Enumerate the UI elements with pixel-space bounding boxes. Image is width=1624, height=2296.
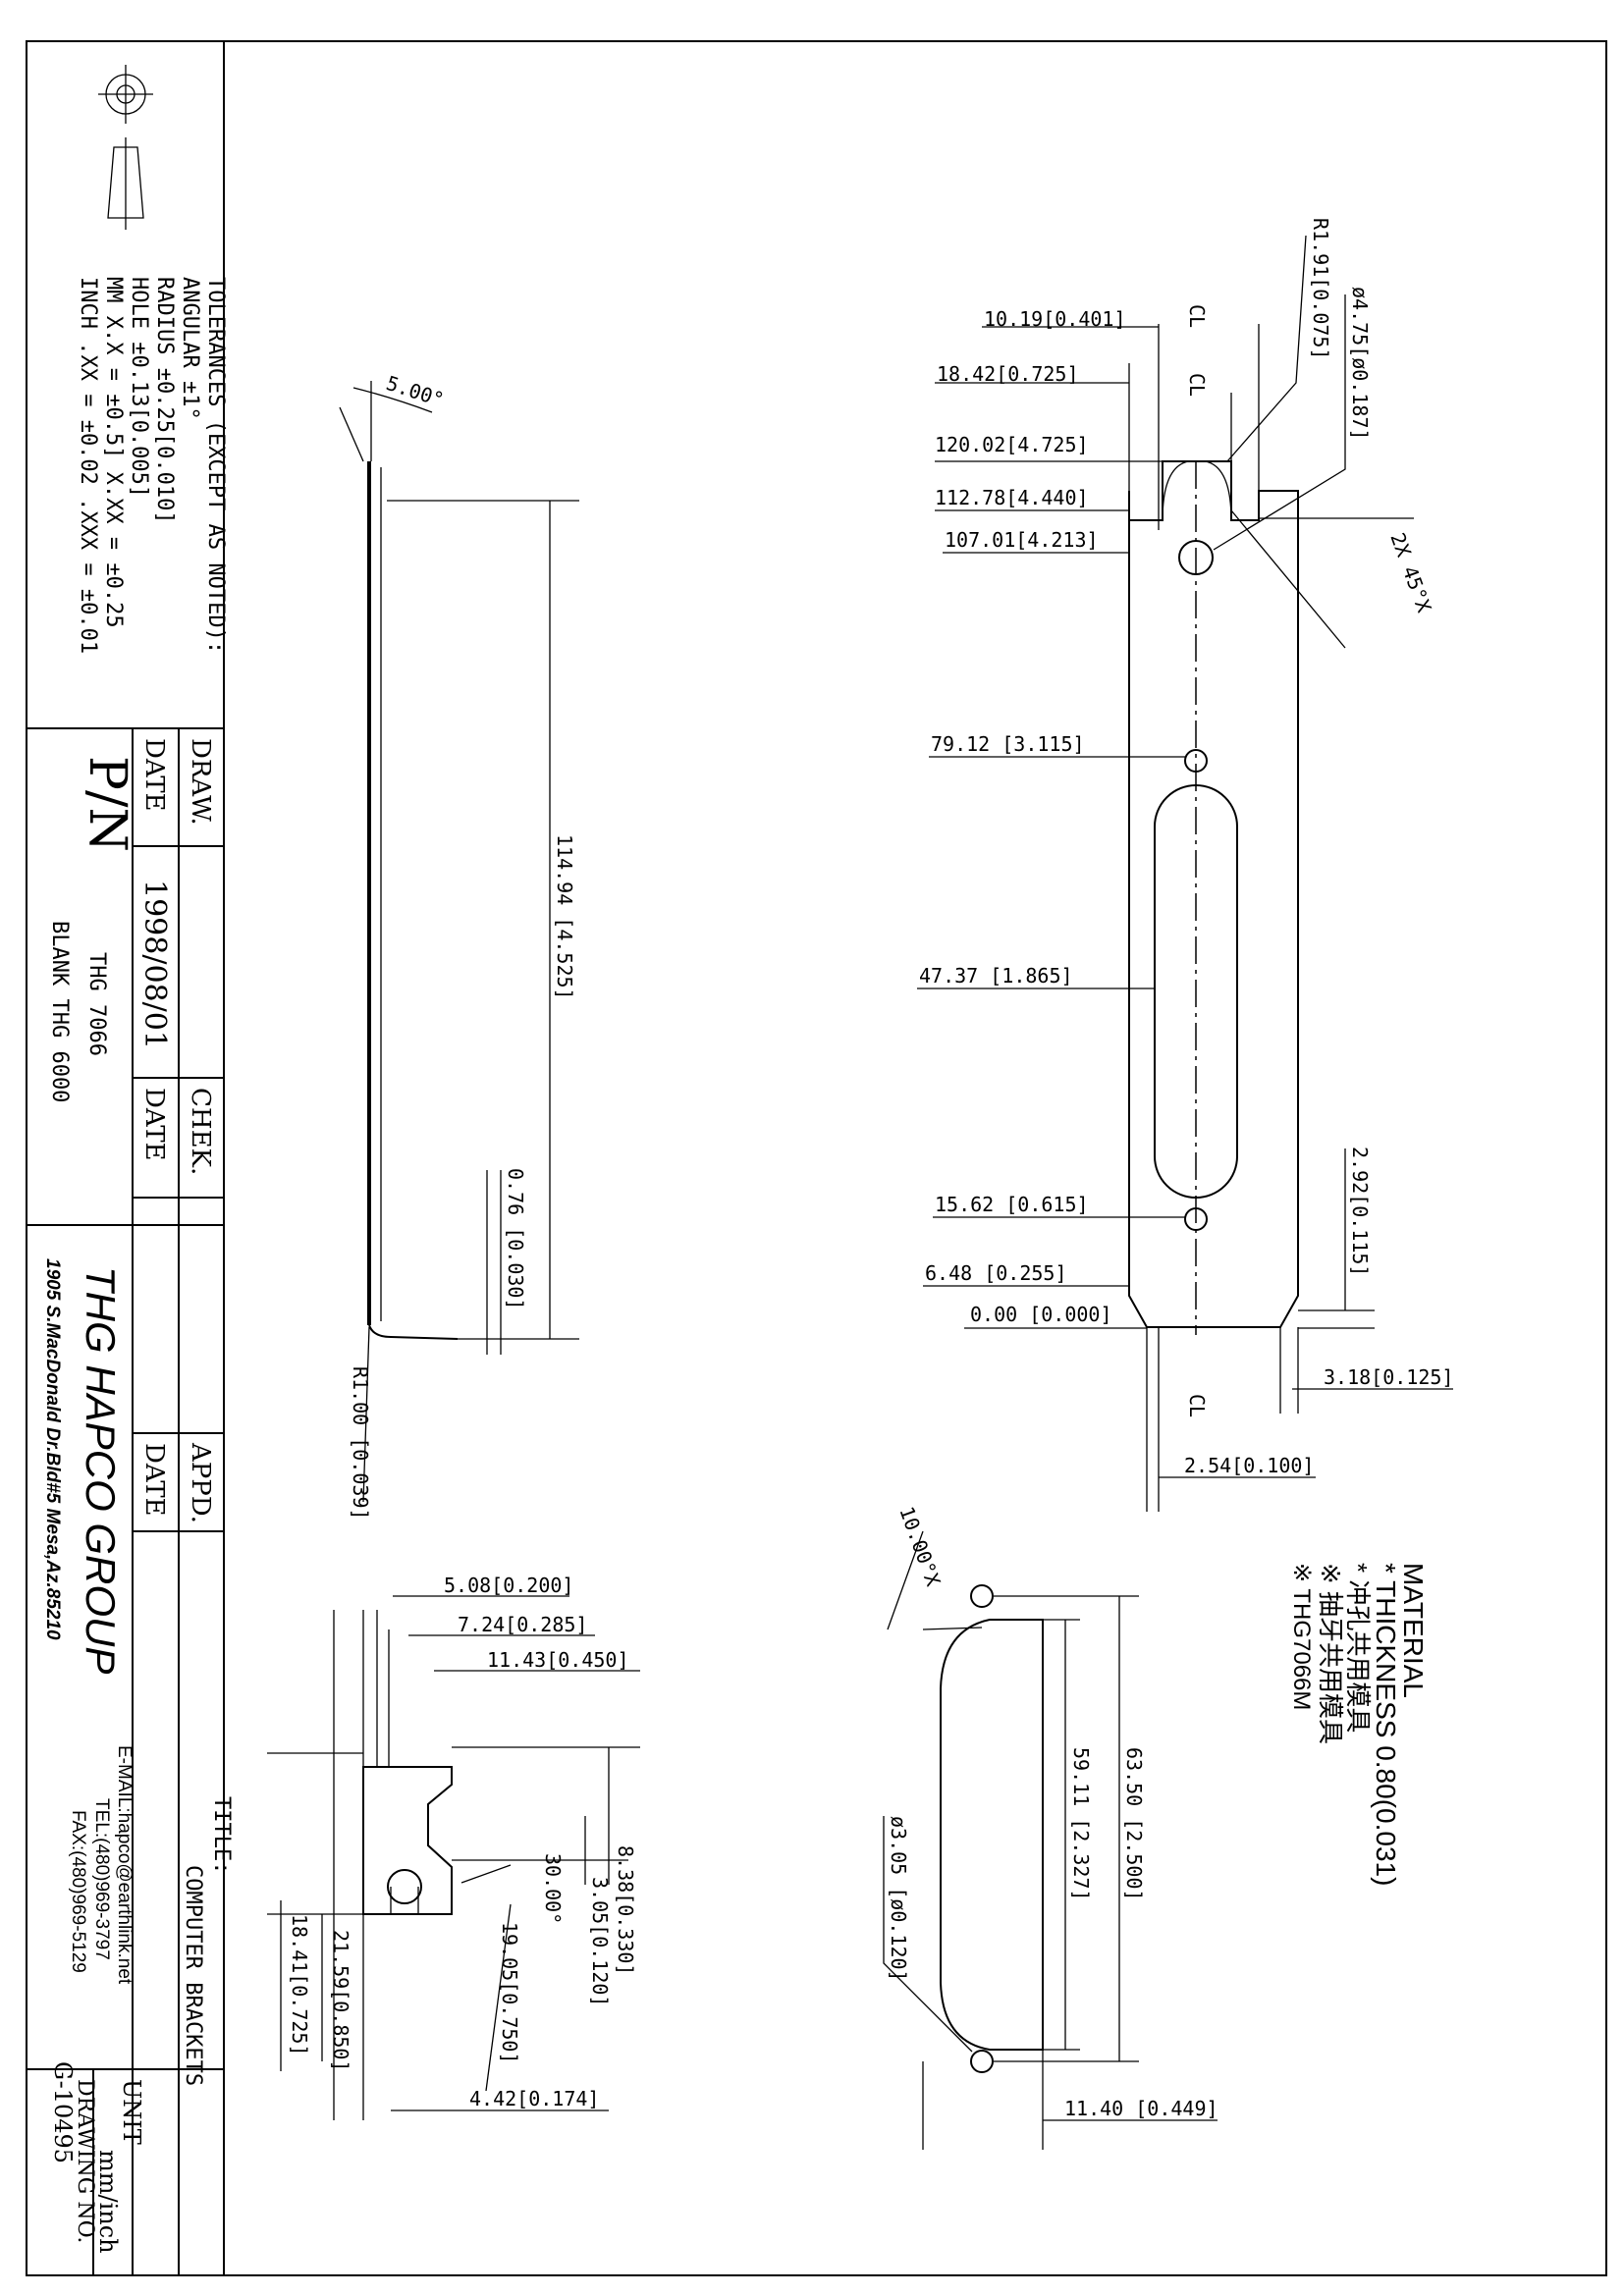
pn-value: THG 7066	[84, 952, 109, 1056]
date-label: DATE	[139, 738, 169, 812]
appd-date-label: DATE	[139, 1443, 169, 1517]
fv-dim-112-78: 112.78[4.440]	[935, 486, 1089, 509]
dv-dim-4-42: 4.42[0.174]	[469, 2087, 599, 2110]
front-view: 10.19[0.401] 18.42[0.725] 120.02[4.725] …	[917, 218, 1453, 1512]
fv-d318: 3.18[0.125]	[1324, 1365, 1453, 1389]
unit-value: mm/inch	[94, 2150, 122, 2254]
notes-thickness: * THICKNESS 0.80(0.031)	[1371, 1563, 1401, 1886]
fv-dim-0-00: 0.00 [0.000]	[970, 1303, 1112, 1326]
tolerances-heading: TOLERANCES (EXCEPT AS NOTED):	[203, 277, 228, 654]
fv-dim-47-37: 47.37 [1.865]	[919, 964, 1073, 988]
fv-d292: 2.92[0.115]	[1348, 1147, 1372, 1276]
fv-hole: ø4.75[ø0.187]	[1348, 287, 1372, 441]
dv-angle: 30.00°	[541, 1853, 565, 1924]
cv-d1140: 11.40 [0.449]	[1064, 2097, 1218, 2120]
fv-cl-top: CL	[1185, 304, 1209, 328]
appd-label: APPD.	[186, 1442, 215, 1523]
notes-2: ※ 抽牙共用模具	[1316, 1563, 1345, 1744]
material-notes: MATERIAL * THICKNESS 0.80(0.031) * 冲孔共用模…	[1288, 1563, 1429, 1886]
company-address: 1905 S.MacDonald Dr.Bld#5 Mesa,Az.85210	[42, 1258, 63, 1640]
drawing-no-label: DRAWING NO.	[73, 2079, 97, 2243]
fv-dim-15-62: 15.62 [0.615]	[935, 1193, 1089, 1216]
fv-dim-18-42: 18.42[0.725]	[937, 362, 1079, 386]
fv-dim-107-01: 107.01[4.213]	[945, 528, 1099, 552]
fv-chamfer: 2X 45°X	[1385, 530, 1435, 615]
cv-d5911: 59.11 [2.327]	[1069, 1747, 1093, 1901]
fv-dim-10-19: 10.19[0.401]	[984, 307, 1126, 331]
notes-heading: MATERIAL	[1398, 1563, 1429, 1698]
side-radius: R1.00 [0.039]	[349, 1366, 372, 1521]
fv-cl-bottom: CL	[1185, 1394, 1209, 1417]
draw-label: DRAW.	[186, 738, 215, 826]
fv-cl-mid: CL	[1185, 373, 1209, 397]
blank-value: BLANK THG 6000	[47, 921, 72, 1102]
fv-dim-6-48: 6.48 [0.255]	[925, 1261, 1067, 1285]
draw-cell: DRAW. DATE 1998/08/01 CHEK. DATE APPD. D…	[137, 738, 215, 1523]
dv-dim-7-24: 7.24[0.285]	[458, 1613, 587, 1636]
fv-r191: R1.91[0.075]	[1309, 218, 1332, 360]
title-cell: TITLE: COMPUTER BRACKETS UNIT mm/inch DR…	[49, 1796, 234, 2254]
unit-label: UNIT	[118, 2079, 145, 2145]
cv-hole: ø3.05 [ø0.120]	[887, 1816, 910, 1982]
company-fax: FAX:(480)969-5129	[68, 1810, 88, 1973]
title-label: TITLE:	[209, 1796, 234, 1874]
chek-label: CHEK.	[186, 1088, 215, 1175]
company-tel: TEL:(480)969-3797	[91, 1798, 112, 1960]
pn-label: P/N	[78, 756, 136, 852]
notes-1: * 冲孔共用模具	[1343, 1563, 1373, 1733]
dv-dim-5-08: 5.08[0.200]	[444, 1574, 573, 1597]
tolerances-block: TOLERANCES (EXCEPT AS NOTED): ANGULAR ±1…	[76, 277, 228, 654]
title-value: COMPUTER BRACKETS	[181, 1865, 205, 2086]
part-number-cell: P/N THG 7066 BLANK THG 6000	[47, 756, 136, 1102]
dv-dim-19-05: 19.05[0.750]	[498, 1922, 521, 2064]
company-email: E-MAIL:hapco@earthlink.net	[114, 1745, 135, 1985]
fv-dim-120-02: 120.02[4.725]	[935, 433, 1089, 456]
detail-view: 5.08[0.200] 7.24[0.285] 11.43[0.450] 8.3…	[267, 1574, 640, 2120]
fv-dim-79-12: 79.12 [3.115]	[931, 732, 1085, 756]
company-cell: THG HAPCO GROUP 1905 S.MacDonald Dr.Bld#…	[42, 1258, 135, 1985]
cv-d6350: 63.50 [2.500]	[1122, 1747, 1146, 1901]
cv-angle: 10.00°X	[894, 1504, 945, 1589]
company-name: THG HAPCO GROUP	[78, 1266, 124, 1674]
cutout-view: 10.00°X 63.50 [2.500] 59.11 [2.327] ø3.0…	[883, 1504, 1218, 2150]
date-value: 1998/08/01	[137, 880, 172, 1049]
dv-dim-11-43: 11.43[0.450]	[487, 1648, 629, 1672]
tol-hole: HOLE ±0.13[0.005]	[127, 277, 151, 498]
tol-inch: INCH .XX = ±0.02 .XXX = ±0.01	[76, 277, 100, 654]
chek-date-label: DATE	[139, 1088, 169, 1161]
side-height: 114.94 [4.525]	[553, 834, 576, 1000]
projection-symbol-icon	[98, 65, 153, 230]
notes-3: ※ THG7066M	[1288, 1563, 1315, 1710]
fv-d254: 2.54[0.100]	[1184, 1454, 1314, 1477]
dv-dim-3-05: 3.05[0.120]	[588, 1877, 612, 2006]
dv-dim-8-38: 8.38[0.330]	[614, 1845, 637, 1975]
tol-radius: RADIUS ±0.25[0.010]	[152, 277, 177, 524]
drawing-no-value: G-10495	[49, 2061, 77, 2163]
side-view: 5.00° 114.94 [4.525] 0.76 [0.030] R1.00 …	[339, 371, 579, 1521]
sheet-border	[26, 40, 1607, 2276]
side-thickness: 0.76 [0.030]	[504, 1168, 527, 1310]
dv-dim-21-59: 21.59[0.850]	[329, 1930, 352, 2072]
tol-angular: ANGULAR ±1°	[178, 277, 202, 420]
dv-dim-18-41: 18.41[0.725]	[288, 1914, 311, 2056]
tol-mm: MM X.X = ±0.5] X.XX = ±0.25	[101, 277, 126, 628]
